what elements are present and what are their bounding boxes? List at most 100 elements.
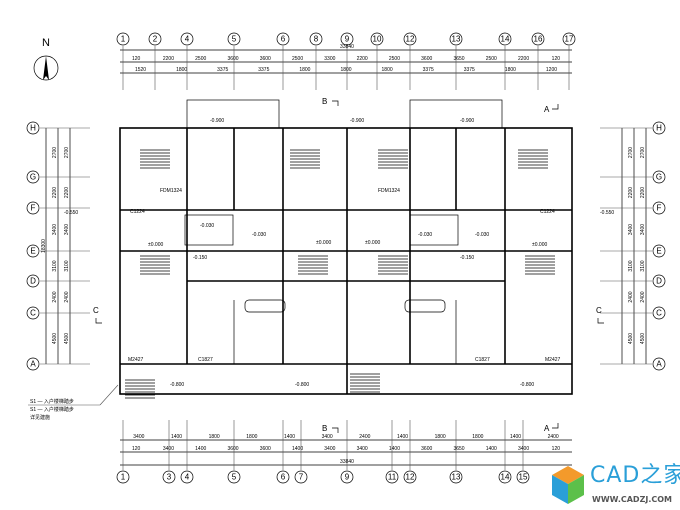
axis-bubble	[227, 470, 241, 484]
top-dimension-inner: 3375	[464, 67, 475, 73]
row-dimension: 2400	[52, 291, 58, 302]
axis-label-bottom: 11	[388, 473, 397, 482]
top-dimension-inner: 1800	[299, 67, 310, 73]
top-dimension: 2500	[195, 56, 206, 62]
bottom-dimension-inner: 1800	[246, 434, 257, 440]
axis-bubble	[340, 470, 354, 484]
bottom-dimension-inner: 2400	[548, 434, 559, 440]
watermark-url: WWW.CADZJ.COM	[592, 495, 673, 504]
row-total-dimension: 18300	[41, 239, 47, 253]
axis-bubble	[26, 274, 40, 288]
axis-bubble	[652, 170, 666, 184]
bottom-dimension: 3600	[260, 446, 271, 452]
section-mark-b-bottom: B	[322, 424, 327, 433]
axis-label-top: 12	[406, 35, 415, 44]
row-dimension: 3400	[64, 224, 70, 235]
axis-label-top: 8	[314, 35, 319, 44]
elevation-kitchen-3: -0.030	[418, 232, 432, 238]
window-label: C1224	[130, 209, 145, 215]
elevation-floor-4: ±0.000	[532, 242, 547, 248]
watermark-brand: CAD之家	[590, 463, 680, 488]
axis-bubble	[652, 357, 666, 371]
elevation-floor-1: ±0.000	[148, 242, 163, 248]
top-dimension: 2200	[163, 56, 174, 62]
bottom-dimension: 1400	[292, 446, 303, 452]
axis-bubble	[370, 32, 384, 46]
row-dimension: 2700	[640, 147, 646, 158]
bottom-dimension-inner: 1400	[510, 434, 521, 440]
row-dimension: 3100	[52, 260, 58, 271]
top-dimension-inner: 1520	[135, 67, 146, 73]
top-dimension: 3600	[260, 56, 271, 62]
elevation-stair-2: -0.900	[350, 118, 364, 124]
axis-label-top: 16	[534, 35, 543, 44]
cadzj-logo-icon	[552, 466, 584, 504]
axis-bubble	[294, 470, 308, 484]
door-label: M2427	[545, 357, 561, 363]
bottom-dimension: 3400	[324, 446, 335, 452]
axis-bubble	[498, 32, 512, 46]
axis-label-right: C	[656, 309, 662, 318]
section-mark-c-right: C	[596, 306, 602, 315]
elevation-floor-3: ±0.000	[365, 240, 380, 246]
axis-label-right: H	[656, 124, 662, 133]
axis-bubble	[652, 201, 666, 215]
axis-label-right: G	[656, 173, 662, 182]
row-dimension: 2700	[628, 147, 634, 158]
row-dimension: 3100	[64, 260, 70, 271]
top-dimension: 2500	[486, 56, 497, 62]
stairs	[125, 149, 555, 399]
axis-bubble	[26, 244, 40, 258]
axis-bubble	[309, 32, 323, 46]
axis-bubble	[26, 170, 40, 184]
elevation-floor-2: ±0.000	[316, 240, 331, 246]
top-dimension-inner: 1800	[340, 67, 351, 73]
section-cut-marks	[95, 100, 604, 433]
elevation-stair-1: -0.900	[210, 118, 224, 124]
axis-label-top: 1	[121, 35, 126, 44]
bottom-dimension: 120	[552, 446, 561, 452]
bottom-dimension-inner: 3400	[133, 434, 144, 440]
axis-bubble	[26, 121, 40, 135]
row-dimension: 4500	[640, 333, 646, 344]
axis-bubble	[531, 32, 545, 46]
axis-label-left: D	[30, 277, 36, 286]
bottom-dimension: 3600	[227, 446, 238, 452]
top-dimension-inner: 1800	[176, 67, 187, 73]
row-dimension: 4500	[52, 333, 58, 344]
bottom-dimension-inner: 1400	[284, 434, 295, 440]
door-label: FDM1324	[160, 188, 182, 194]
axis-bubble	[403, 32, 417, 46]
bottom-dimension-inner: 1800	[435, 434, 446, 440]
axis-label-left: E	[30, 247, 35, 256]
door-label: FDM1324	[378, 188, 400, 194]
axis-bubble	[562, 32, 576, 46]
building-walls	[119, 99, 573, 395]
axis-label-bottom: 7	[299, 473, 304, 482]
row-dimension: 2700	[52, 147, 58, 158]
axis-bubble	[449, 32, 463, 46]
row-dimension: 3400	[52, 224, 58, 235]
axis-bubble	[26, 357, 40, 371]
note-1: S1 — 入户楼梯踏步	[30, 398, 74, 405]
elevation-kitchen-1: -0.030	[200, 223, 214, 229]
section-mark-a-bottom: A	[544, 424, 550, 433]
axis-label-top: 13	[452, 35, 461, 44]
bottom-dimension: 1400	[195, 446, 206, 452]
axis-label-top: 10	[373, 35, 382, 44]
axis-label-left: G	[30, 173, 36, 182]
axis-bubble	[26, 306, 40, 320]
section-mark-c-left: C	[93, 306, 99, 315]
axis-label-top: 5	[232, 35, 237, 44]
axis-label-top: 6	[281, 35, 286, 44]
axis-bubble	[116, 32, 130, 46]
row-dimension: 4500	[64, 333, 70, 344]
axis-label-right: F	[657, 204, 662, 213]
top-dimension: 120	[552, 56, 561, 62]
elevation-stair-3: -0.900	[460, 118, 474, 124]
top-dimension: 2200	[357, 56, 368, 62]
window-label: C1827	[198, 357, 213, 363]
axis-bubble	[26, 201, 40, 215]
north-arrow-icon: N	[33, 37, 59, 81]
axis-label-top: 9	[345, 35, 350, 44]
